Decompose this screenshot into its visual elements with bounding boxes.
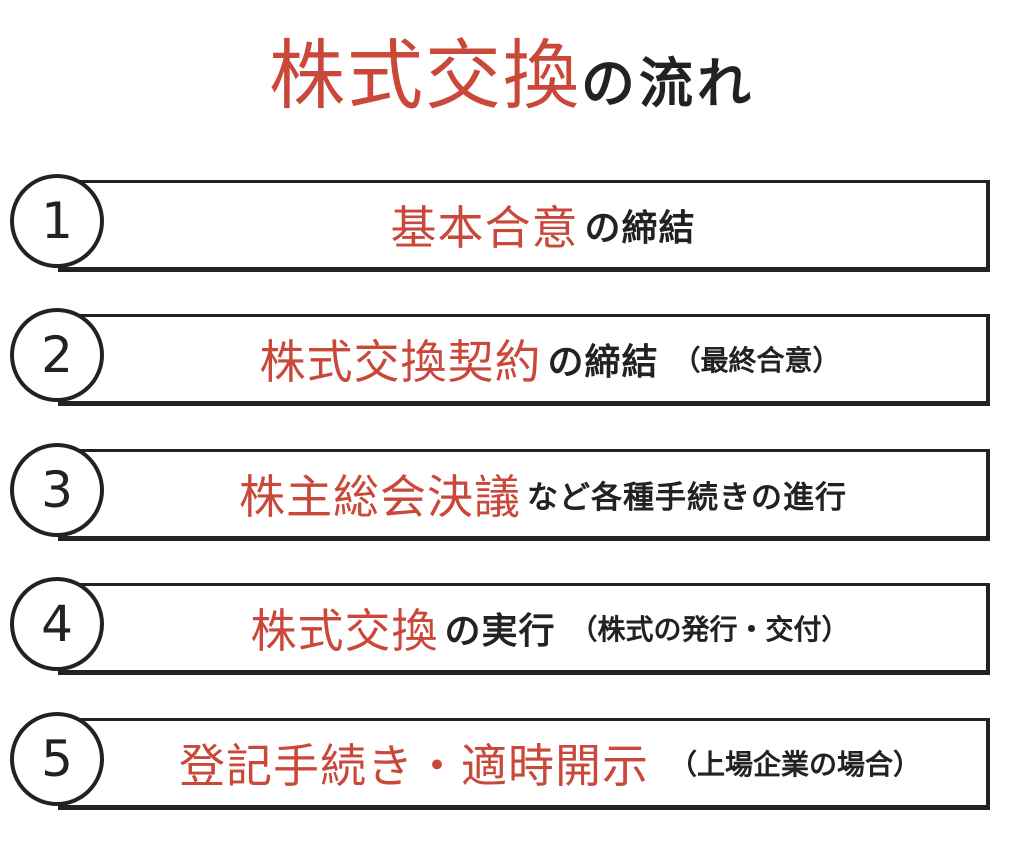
step-number: 5 bbox=[41, 730, 73, 788]
step-2: 2 株式交換契約の締結 （最終合意） bbox=[10, 308, 990, 406]
step-plain-text: の締結 bbox=[584, 208, 696, 249]
step-box bbox=[58, 583, 990, 675]
step-label: 登記手続き・適時開示 （上場企業の場合） bbox=[110, 718, 990, 808]
step-accent-text: 株式交換契約 bbox=[259, 335, 542, 389]
step-4: 4 株式交換の実行 （株式の発行・交付） bbox=[10, 577, 990, 675]
title-accent: 株式交換 bbox=[269, 31, 581, 120]
step-number: 3 bbox=[41, 461, 73, 519]
step-accent-text: 株式交換 bbox=[250, 604, 439, 658]
step-number: 4 bbox=[41, 595, 73, 653]
step-accent-text: 基本合意 bbox=[390, 201, 579, 255]
step-number-circle: 5 bbox=[10, 712, 104, 806]
step-box bbox=[58, 718, 990, 810]
step-5: 5 登記手続き・適時開示 （上場企業の場合） bbox=[10, 712, 990, 810]
step-accent-text: 登記手続き・適時開示 bbox=[178, 739, 649, 793]
step-accent-text: 株主総会決議 bbox=[239, 470, 521, 524]
step-note-text: （最終合意） bbox=[672, 344, 841, 377]
step-box bbox=[58, 180, 990, 272]
step-label: 株式交換の実行 （株式の発行・交付） bbox=[110, 583, 990, 673]
step-3: 3 株主総会決議など各種手続きの進行 bbox=[10, 443, 990, 541]
page-title: 株式交換の流れ bbox=[0, 38, 1024, 114]
step-box bbox=[58, 314, 990, 406]
step-1: 1 基本合意の締結 bbox=[10, 174, 990, 272]
step-number-circle: 3 bbox=[10, 443, 104, 537]
step-label: 基本合意の締結 bbox=[110, 180, 990, 270]
step-number: 1 bbox=[41, 192, 73, 250]
step-plain-text: の実行 bbox=[444, 611, 556, 652]
step-box bbox=[58, 449, 990, 541]
step-number-circle: 4 bbox=[10, 577, 104, 671]
step-number-circle: 2 bbox=[10, 308, 104, 402]
title-plain: の流れ bbox=[581, 52, 755, 115]
step-note-text: （上場企業の場合） bbox=[668, 748, 921, 781]
step-plain-text: の締結 bbox=[547, 342, 659, 383]
step-note-text: （株式の発行・交付） bbox=[569, 613, 850, 646]
step-plain-text: など各種手続きの進行 bbox=[527, 479, 847, 516]
step-label: 株主総会決議など各種手続きの進行 bbox=[110, 449, 990, 539]
step-label: 株式交換契約の締結 （最終合意） bbox=[110, 314, 990, 404]
step-number: 2 bbox=[41, 326, 73, 384]
step-number-circle: 1 bbox=[10, 174, 104, 268]
